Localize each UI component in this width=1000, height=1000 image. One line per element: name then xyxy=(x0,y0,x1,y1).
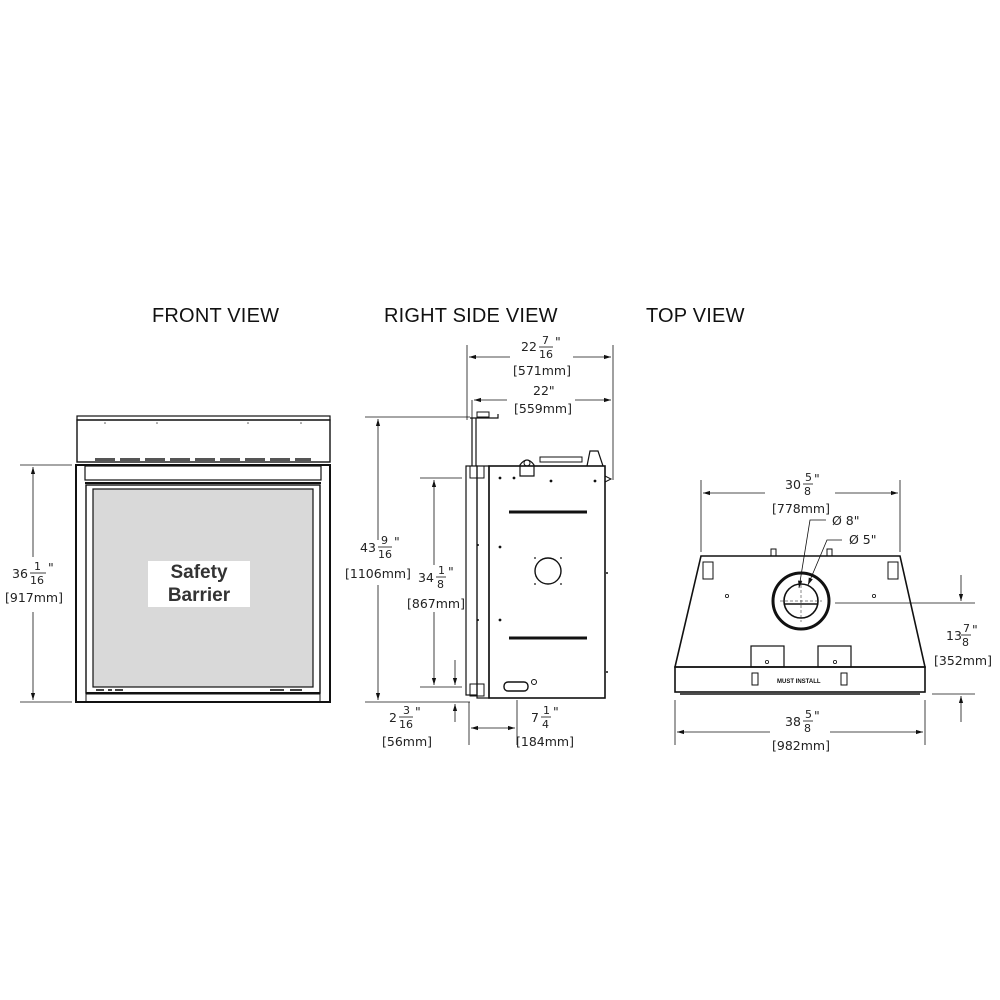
svg-text:": " xyxy=(972,622,978,637)
svg-text:1: 1 xyxy=(34,560,41,573)
outer-flue-diameter: Ø 8" xyxy=(832,513,860,528)
svg-text:5: 5 xyxy=(805,471,812,484)
svg-text:8: 8 xyxy=(804,485,811,498)
front-view-title: FRONT VIEW xyxy=(152,305,280,327)
svg-text:[778mm]: [778mm] xyxy=(772,501,830,516)
must-install-label: MUST INSTALL xyxy=(777,679,821,685)
svg-text:22: 22 xyxy=(521,339,537,354)
svg-text:4: 4 xyxy=(542,718,549,731)
svg-text:[982mm]: [982mm] xyxy=(772,738,830,753)
safety-label-line2: Barrier xyxy=(167,585,231,606)
svg-text:1: 1 xyxy=(543,704,550,717)
svg-text:13: 13 xyxy=(946,628,962,643)
svg-text:30: 30 xyxy=(785,477,801,492)
side-view-drawing xyxy=(365,345,614,745)
svg-text:9: 9 xyxy=(381,534,388,547)
svg-text:43: 43 xyxy=(360,540,376,555)
svg-text:": " xyxy=(448,564,454,579)
svg-text:": " xyxy=(415,704,421,719)
svg-text:7: 7 xyxy=(542,334,549,347)
inner-flue-diameter: Ø 5" xyxy=(849,532,877,547)
side-view-title: RIGHT SIDE VIEW xyxy=(384,305,558,327)
svg-text:1: 1 xyxy=(438,564,445,577)
top-view-drawing xyxy=(673,480,975,745)
svg-text:7: 7 xyxy=(531,710,539,725)
svg-text:[917mm]: [917mm] xyxy=(5,590,63,605)
side-dimensions: 22 7 16 " [571mm] 22" [559mm] 43 9 16 " … xyxy=(345,334,574,749)
svg-text:5: 5 xyxy=(805,708,812,721)
svg-text:[867mm]: [867mm] xyxy=(407,596,465,611)
svg-text:8: 8 xyxy=(804,722,811,735)
top-dimensions: MUST INSTALL 30 5 8 " [778mm] Ø 8" Ø 5" … xyxy=(772,471,992,753)
svg-text:": " xyxy=(394,534,400,549)
svg-text:[352mm]: [352mm] xyxy=(934,653,992,668)
svg-text:[1106mm]: [1106mm] xyxy=(345,566,411,581)
svg-text:38: 38 xyxy=(785,714,801,729)
svg-text:8: 8 xyxy=(962,636,969,649)
safety-barrier-label: Safety Barrier xyxy=(148,561,250,607)
svg-text:16: 16 xyxy=(30,574,44,587)
svg-text:16: 16 xyxy=(539,348,553,361)
front-view-drawing xyxy=(20,415,331,703)
svg-text:2: 2 xyxy=(389,710,397,725)
svg-text:": " xyxy=(814,708,820,723)
svg-text:22": 22" xyxy=(533,383,555,398)
svg-text:34: 34 xyxy=(418,570,434,585)
svg-text:": " xyxy=(553,704,559,719)
svg-text:3: 3 xyxy=(403,704,410,717)
svg-text:": " xyxy=(48,560,54,575)
svg-text:7: 7 xyxy=(963,622,970,635)
svg-text:36: 36 xyxy=(12,566,28,581)
svg-text:": " xyxy=(555,334,561,349)
svg-text:": " xyxy=(814,471,820,486)
svg-text:[559mm]: [559mm] xyxy=(514,401,572,416)
top-view-title: TOP VIEW xyxy=(646,305,745,327)
svg-text:[56mm]: [56mm] xyxy=(382,734,432,749)
front-height-dimension: 36 1 16 " [917mm] xyxy=(5,560,63,605)
safety-label-line1: Safety xyxy=(170,562,228,583)
svg-text:8: 8 xyxy=(437,578,444,591)
svg-text:[571mm]: [571mm] xyxy=(513,363,571,378)
svg-text:16: 16 xyxy=(378,548,392,561)
svg-text:16: 16 xyxy=(399,718,413,731)
svg-text:[184mm]: [184mm] xyxy=(516,734,574,749)
